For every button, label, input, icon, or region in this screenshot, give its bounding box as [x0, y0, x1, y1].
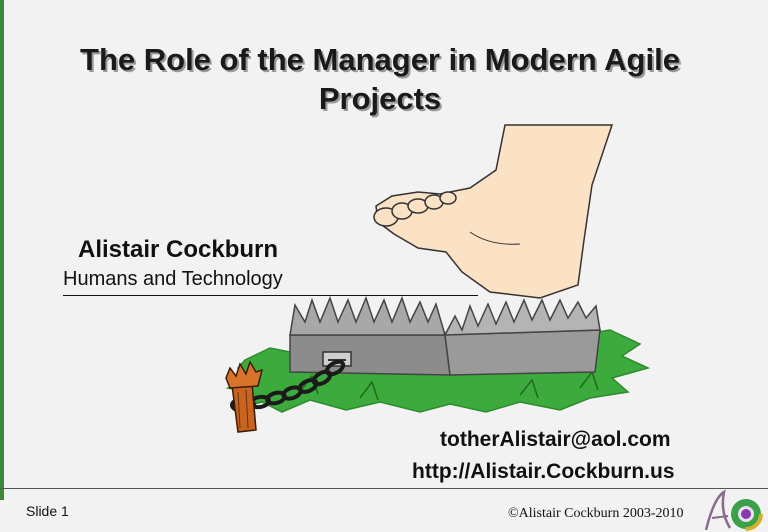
- divider: [63, 295, 478, 296]
- website-link[interactable]: http://Alistair.Cockburn.us: [412, 460, 675, 483]
- logo-icon: [704, 489, 763, 531]
- bear-trap-icon: [289, 295, 601, 376]
- left-accent-bar: [0, 0, 4, 500]
- organization-name: Humans and Technology: [63, 268, 283, 290]
- stake-icon: [225, 360, 264, 433]
- email-link[interactable]: totherAlistair@aol.com: [440, 428, 671, 451]
- footer-divider: [0, 488, 768, 489]
- copyright-notice: ©Alistair Cockburn 2003-2010: [508, 506, 684, 521]
- foot-icon: [373, 124, 614, 299]
- author-name: Alistair Cockburn: [78, 236, 279, 263]
- slide-title: The Role of the Manager in Modern Agile …: [80, 42, 680, 116]
- slide-number: Slide 1: [26, 503, 69, 519]
